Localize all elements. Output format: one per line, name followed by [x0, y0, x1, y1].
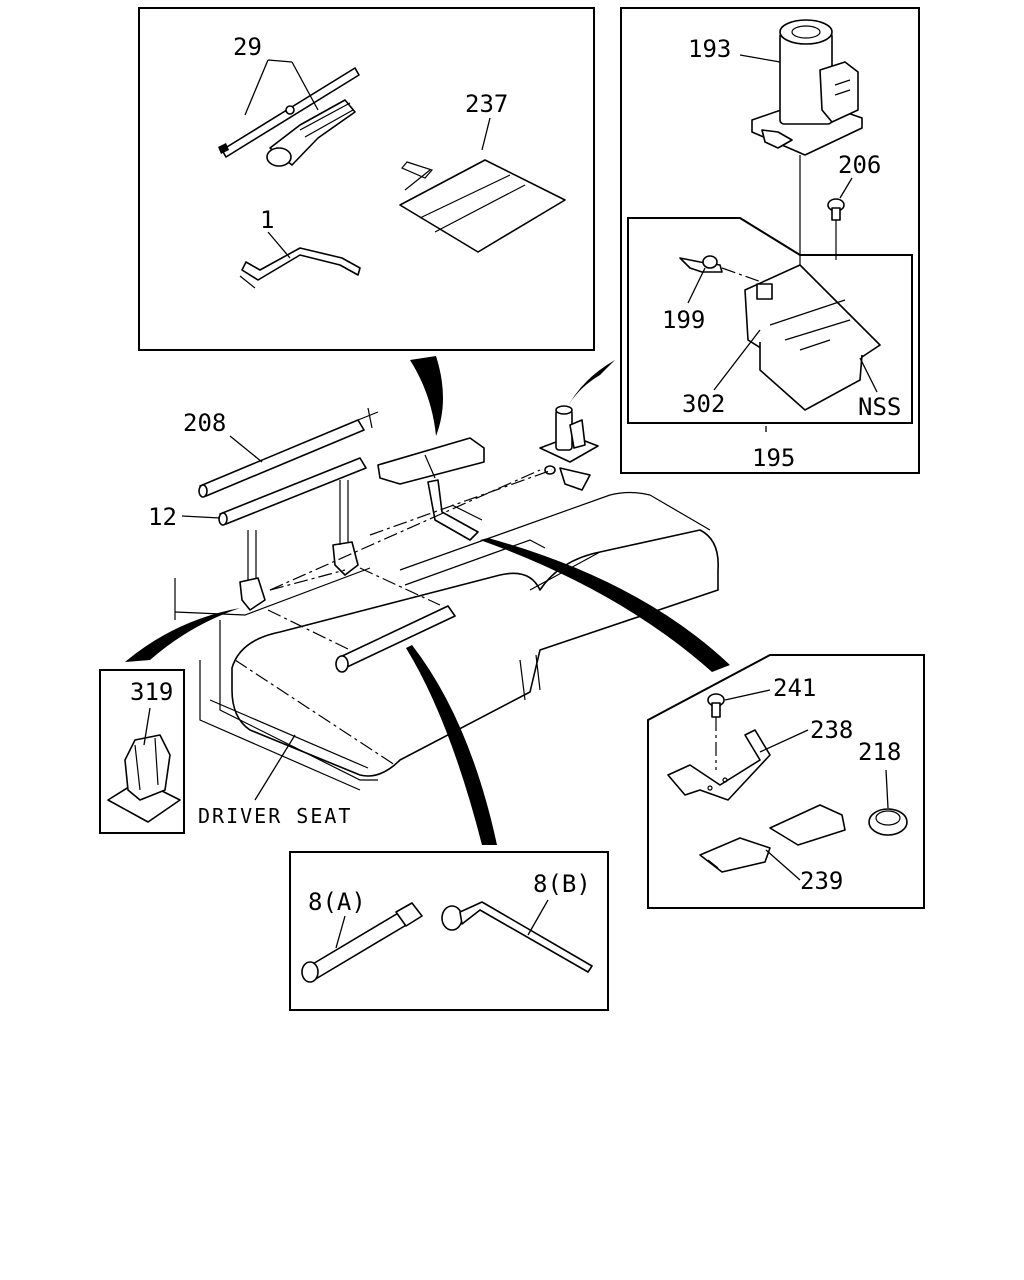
part-238-bracket	[667, 729, 771, 801]
part-clip-right	[332, 480, 359, 576]
label-239: 239	[800, 867, 843, 895]
part-319-clip	[107, 734, 181, 823]
label-driver-seat: DRIVER SEAT	[198, 804, 352, 828]
part-8a-wrench	[301, 902, 423, 983]
part-193-jack	[751, 19, 863, 156]
part-241-bolt	[707, 693, 725, 718]
label-12: 12	[148, 503, 177, 531]
part-1-crank	[239, 247, 361, 289]
clip-detail-panel: 319	[99, 669, 185, 834]
part-208-rod	[198, 407, 379, 498]
wrench-detail-panel: 8(A) 8(B)	[289, 851, 609, 1011]
label-195: 195	[752, 444, 795, 472]
jack-panel: 193 206 199 302 NSS 195	[620, 7, 920, 474]
label-206: 206	[838, 151, 881, 179]
label-208: 208	[183, 409, 226, 437]
bracket-detail-panel: 241 238 218 239	[647, 654, 925, 909]
label-199: 199	[662, 306, 705, 334]
label-218: 218	[858, 738, 901, 766]
label-8b: 8(B)	[533, 870, 591, 898]
label-29: 29	[233, 33, 262, 61]
part-238-on-seat	[427, 479, 483, 541]
label-8a: 8(A)	[308, 888, 366, 916]
part-12-rod	[218, 457, 367, 526]
part-8b-wrench	[441, 901, 593, 973]
label-237: 237	[465, 90, 508, 118]
part-206-bolt	[827, 198, 845, 221]
tool-kit-panel: 29 237 1	[138, 7, 595, 351]
label-302: 302	[682, 390, 725, 418]
label-1: 1	[260, 206, 274, 234]
part-302-tray	[744, 264, 881, 411]
label-238: 238	[810, 716, 853, 744]
part-193-on-seat	[539, 405, 599, 491]
part-8-bar-on-seat	[335, 605, 456, 673]
label-193: 193	[688, 35, 731, 63]
part-237-on-seat	[377, 437, 485, 485]
part-218-grommet	[868, 808, 908, 836]
part-239-latch	[699, 804, 846, 873]
part-237-tool-bag	[399, 159, 566, 253]
label-241: 241	[773, 674, 816, 702]
part-29-handle-bar	[218, 67, 360, 167]
part-199-wing-bolt	[679, 255, 723, 273]
label-319: 319	[130, 678, 173, 706]
label-nss: NSS	[858, 393, 901, 421]
part-clip-left	[239, 530, 266, 611]
callout-pointers	[125, 356, 730, 845]
